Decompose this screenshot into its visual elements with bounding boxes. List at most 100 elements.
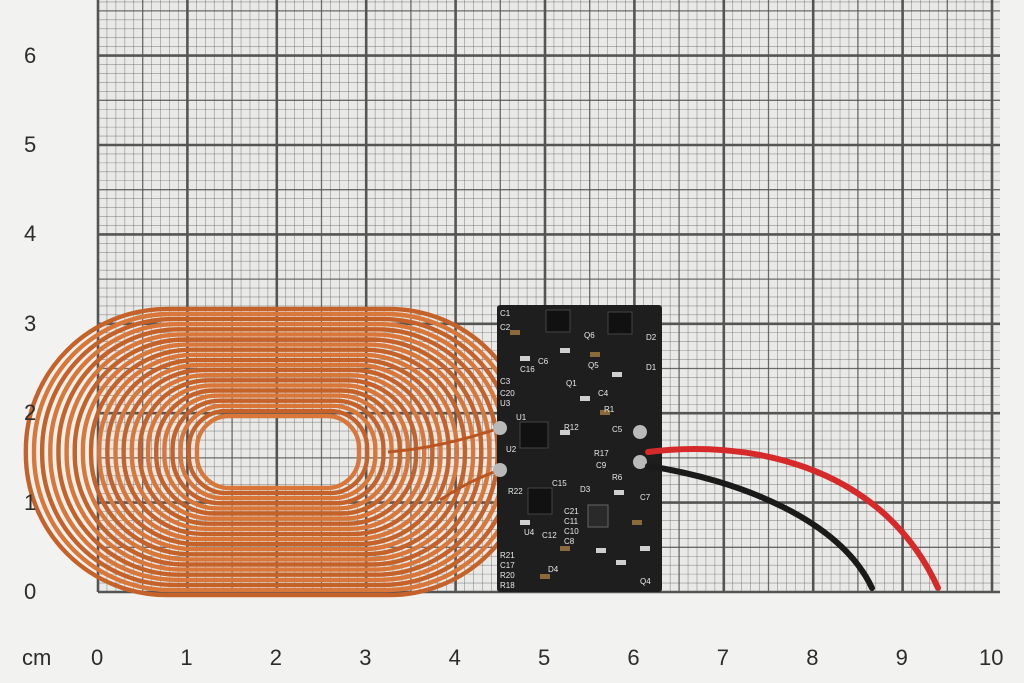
silkscreen-label: C6 bbox=[538, 357, 549, 366]
silkscreen-label: C11 bbox=[564, 517, 579, 526]
silkscreen-label: R22 bbox=[508, 487, 523, 496]
smd-component bbox=[520, 356, 530, 361]
smd-component bbox=[540, 574, 550, 579]
silkscreen-label: Q5 bbox=[588, 361, 599, 370]
silkscreen-label: R20 bbox=[500, 571, 515, 580]
silkscreen-label: R18 bbox=[500, 581, 515, 590]
coil-turn bbox=[80, 342, 476, 562]
inductor bbox=[587, 504, 609, 528]
coil-turn bbox=[88, 347, 468, 557]
solder-pad bbox=[633, 425, 647, 439]
silkscreen-label: Q1 bbox=[566, 379, 577, 388]
silkscreen-label: D4 bbox=[548, 565, 559, 574]
smd-component bbox=[600, 410, 610, 415]
silkscreen-label: C12 bbox=[542, 531, 557, 540]
x-tick-label: 8 bbox=[806, 645, 819, 670]
silkscreen-label: U3 bbox=[500, 399, 511, 408]
silkscreen-label: Q6 bbox=[584, 331, 595, 340]
transistor bbox=[545, 309, 571, 333]
solder-pad bbox=[493, 421, 507, 435]
silkscreen-label: C21 bbox=[564, 507, 579, 516]
silkscreen-label: C10 bbox=[564, 527, 579, 536]
coil-turn bbox=[121, 367, 435, 537]
coil-turn bbox=[96, 352, 460, 552]
silkscreen-label: C5 bbox=[612, 425, 623, 434]
y-tick-label: 1 bbox=[24, 489, 37, 515]
ic-chip bbox=[527, 487, 553, 515]
silkscreen-label: U1 bbox=[516, 413, 527, 422]
coil-turn bbox=[194, 413, 362, 491]
y-tick-label: 3 bbox=[24, 310, 37, 336]
coil-turn bbox=[178, 403, 378, 501]
coil-lead bbox=[387, 426, 501, 454]
silkscreen-label: U2 bbox=[506, 445, 517, 454]
coil-turn bbox=[64, 332, 492, 572]
diode bbox=[607, 311, 633, 335]
silkscreen-label: C20 bbox=[500, 389, 515, 398]
y-tick-label: 4 bbox=[24, 221, 37, 247]
silkscreen-label: R17 bbox=[594, 449, 609, 458]
y-tick-label: 0 bbox=[24, 579, 37, 604]
silkscreen-label: R1 bbox=[604, 405, 615, 414]
smd-component bbox=[560, 430, 570, 435]
x-tick-label: 4 bbox=[448, 645, 461, 670]
silkscreen-label: C16 bbox=[520, 365, 535, 374]
y-tick-label: 5 bbox=[24, 132, 37, 157]
power-wires bbox=[645, 446, 941, 591]
y-tick-label: 6 bbox=[24, 42, 37, 68]
smd-component bbox=[560, 546, 570, 551]
solder-pad bbox=[493, 463, 507, 477]
smd-component bbox=[612, 372, 622, 377]
silkscreen-label: R21 bbox=[500, 551, 515, 560]
x-tick-label: 10 bbox=[979, 645, 1004, 670]
red-wire bbox=[645, 446, 941, 591]
x-tick-label: 3 bbox=[359, 645, 372, 670]
silkscreen-label: C9 bbox=[596, 461, 607, 470]
smd-component bbox=[616, 560, 626, 565]
x-tick-label: 2 bbox=[269, 645, 283, 670]
silkscreen-label: D1 bbox=[646, 363, 657, 372]
coil-turn bbox=[129, 373, 427, 532]
x-tick-label: 1 bbox=[180, 645, 193, 670]
coil-turn bbox=[186, 408, 370, 496]
smd-component bbox=[560, 348, 570, 353]
silkscreen-label: C3 bbox=[500, 377, 511, 386]
silkscreen-label: C2 bbox=[500, 323, 511, 332]
smd-component bbox=[510, 330, 520, 335]
coil-turn bbox=[137, 378, 419, 526]
x-tick-label: 5 bbox=[538, 645, 551, 670]
smd-component bbox=[520, 520, 530, 525]
x-tick-label: 0 bbox=[91, 645, 104, 670]
black-wire bbox=[645, 463, 875, 591]
silkscreen-label: Q4 bbox=[640, 577, 651, 586]
smd-component bbox=[590, 352, 600, 357]
smd-component bbox=[596, 548, 606, 553]
smd-component bbox=[632, 520, 642, 525]
unit-label: cm bbox=[22, 645, 52, 670]
silkscreen-label: R6 bbox=[612, 473, 623, 482]
silkscreen-label: C15 bbox=[552, 479, 567, 488]
x-tick-label: 7 bbox=[716, 645, 730, 670]
silkscreen-label: D2 bbox=[646, 333, 657, 342]
coil-turn bbox=[145, 383, 411, 521]
x-tick-label: 6 bbox=[627, 645, 640, 670]
y-tick-label: 2 bbox=[24, 400, 37, 426]
coil-turn bbox=[72, 337, 484, 567]
silkscreen-label: C8 bbox=[564, 537, 575, 546]
silkscreen-label: R12 bbox=[564, 423, 579, 432]
x-tick-label: 9 bbox=[895, 645, 908, 670]
coil-turn bbox=[170, 398, 386, 506]
smd-component bbox=[640, 546, 650, 551]
ic-chip bbox=[519, 421, 549, 449]
coil-turn bbox=[105, 357, 451, 547]
smd-component bbox=[614, 490, 624, 495]
silkscreen-label: D3 bbox=[580, 485, 591, 494]
silkscreen-label: C4 bbox=[598, 389, 609, 398]
solder-pad bbox=[633, 455, 647, 469]
silkscreen-label: U4 bbox=[524, 528, 535, 537]
coil-turn bbox=[113, 362, 443, 542]
